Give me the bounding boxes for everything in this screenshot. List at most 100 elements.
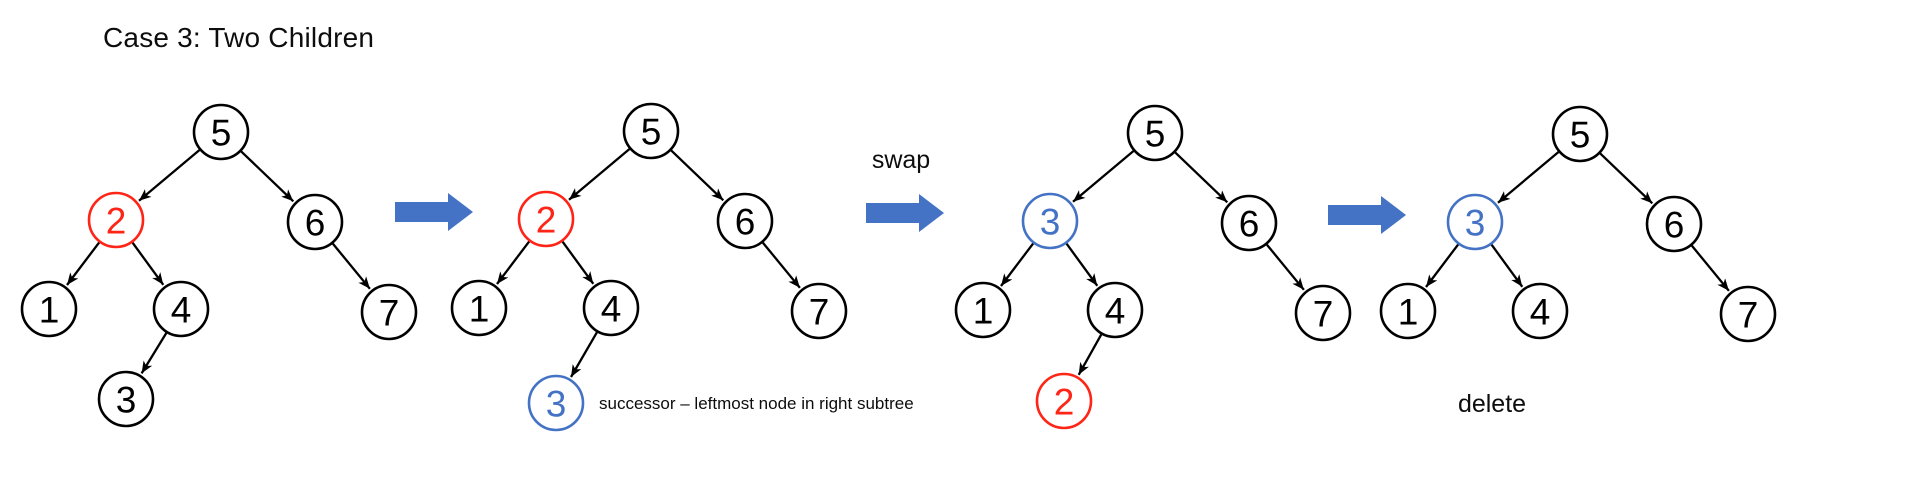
tree-after-delete-node-5: 5 [1551,105,1609,163]
tree-initial-node-1: 1 [20,280,78,338]
edge-5-to-6 [240,150,295,203]
node-circle [582,279,640,337]
tree-initial-node-5: 5 [192,103,250,161]
successor-annotation: successor – leftmost node in right subtr… [599,394,914,413]
edge-5-to-6 [1174,151,1229,204]
edge-2-to-4 [561,240,595,285]
edge-5-to-2 [138,149,201,202]
node-circle [97,370,155,428]
edge-6-to-7 [1690,244,1730,292]
node-value: 7 [1738,294,1759,335]
node-circle [1645,195,1703,253]
tree-after-swap-node-7: 7 [1294,284,1352,342]
node-circle [286,193,344,251]
node-circle [192,103,250,161]
node-circle [152,280,210,338]
tree-initial-node-3: 3 [97,370,155,428]
node-circle [1294,284,1352,342]
tree-after-swap-node-6: 6 [1220,194,1278,252]
tree-after-delete-node-1: 1 [1379,282,1437,340]
node-circle [1035,372,1093,430]
node-value: 2 [536,199,557,240]
tree-initial-node-2: 2 [87,191,145,249]
edge-2-to-1 [66,241,101,286]
tree-after-delete-node-4: 4 [1511,282,1569,340]
edge-2-to-1 [496,240,531,285]
node-value: 5 [641,111,662,152]
node-value: 2 [1054,381,1075,422]
edge-4-to-2 [1077,333,1103,376]
node-value: 1 [39,289,60,330]
edge-3-to-1 [1000,242,1035,287]
tree-after-swap-node-3: 3 [1021,192,1079,250]
tree-successor-found-node-3: 3 [527,374,585,432]
node-circle [622,102,680,160]
tree-initial: 5 2 6 1 4 7 3 [20,103,418,428]
tree-successor-found-node-2: 2 [517,190,575,248]
node-circle [1126,104,1184,162]
node-circle [1021,192,1079,250]
node-circle [360,283,418,341]
node-value: 4 [601,288,622,329]
tree-successor-found-node-6: 6 [716,192,774,250]
tree-successor-found-node-4: 4 [582,279,640,337]
edge-5-to-6 [1599,152,1654,205]
edge-4-to-3 [140,332,168,375]
node-value: 6 [735,201,756,242]
node-value: 3 [116,379,137,420]
tree-initial-node-7: 7 [360,283,418,341]
node-circle [450,279,508,337]
delete-label: delete [1457,390,1527,418]
node-circle [20,280,78,338]
tree-after-swap-node-2: 2 [1035,372,1093,430]
tree-initial-node-4: 4 [152,280,210,338]
tree-after-delete-node-3: 3 [1446,193,1504,251]
edge-6-to-7 [761,241,801,289]
node-value: 6 [1664,204,1685,245]
tree-successor-found-node-7: 7 [790,282,848,340]
node-value: 3 [1465,202,1486,243]
node-circle [527,374,585,432]
node-value: 3 [546,383,567,424]
node-value: 1 [1398,291,1419,332]
node-value: 3 [1040,201,1061,242]
node-circle [87,191,145,249]
edge-5-to-6 [670,149,725,202]
tree-successor-found: 5 2 6 1 4 7 3 [450,102,848,432]
edge-5-to-2 [568,148,631,201]
node-circle [1379,282,1437,340]
step-arrow-3 [1328,196,1406,234]
node-circle [716,192,774,250]
node-value: 5 [211,112,232,153]
node-value: 6 [1239,203,1260,244]
edge-4-to-3 [570,331,598,378]
node-circle [1511,282,1569,340]
edge-3-to-1 [1425,243,1460,288]
node-circle [1719,285,1777,343]
node-value: 7 [809,291,830,332]
node-value: 4 [171,289,192,330]
tree-after-swap: 5 3 6 1 4 7 2 [954,104,1352,430]
node-value: 7 [1313,293,1334,334]
node-value: 1 [973,290,994,331]
step-arrow-1 [395,193,473,231]
node-value: 2 [106,200,127,241]
tree-after-delete-node-7: 7 [1719,285,1777,343]
swap-label: swap [871,146,931,174]
node-value: 7 [379,292,400,333]
node-circle [1220,194,1278,252]
step-arrow-2 [866,194,944,232]
node-value: 4 [1105,290,1126,331]
tree-after-swap-node-1: 1 [954,281,1012,339]
tree-after-delete-node-6: 6 [1645,195,1703,253]
tree-after-swap-node-5: 5 [1126,104,1184,162]
node-circle [1551,105,1609,163]
edge-5-to-3 [1072,150,1135,203]
node-value: 4 [1530,291,1551,332]
tree-successor-found-node-5: 5 [622,102,680,160]
tree-initial-node-6: 6 [286,193,344,251]
node-value: 6 [305,202,326,243]
node-circle [954,281,1012,339]
tree-successor-found-node-1: 1 [450,279,508,337]
